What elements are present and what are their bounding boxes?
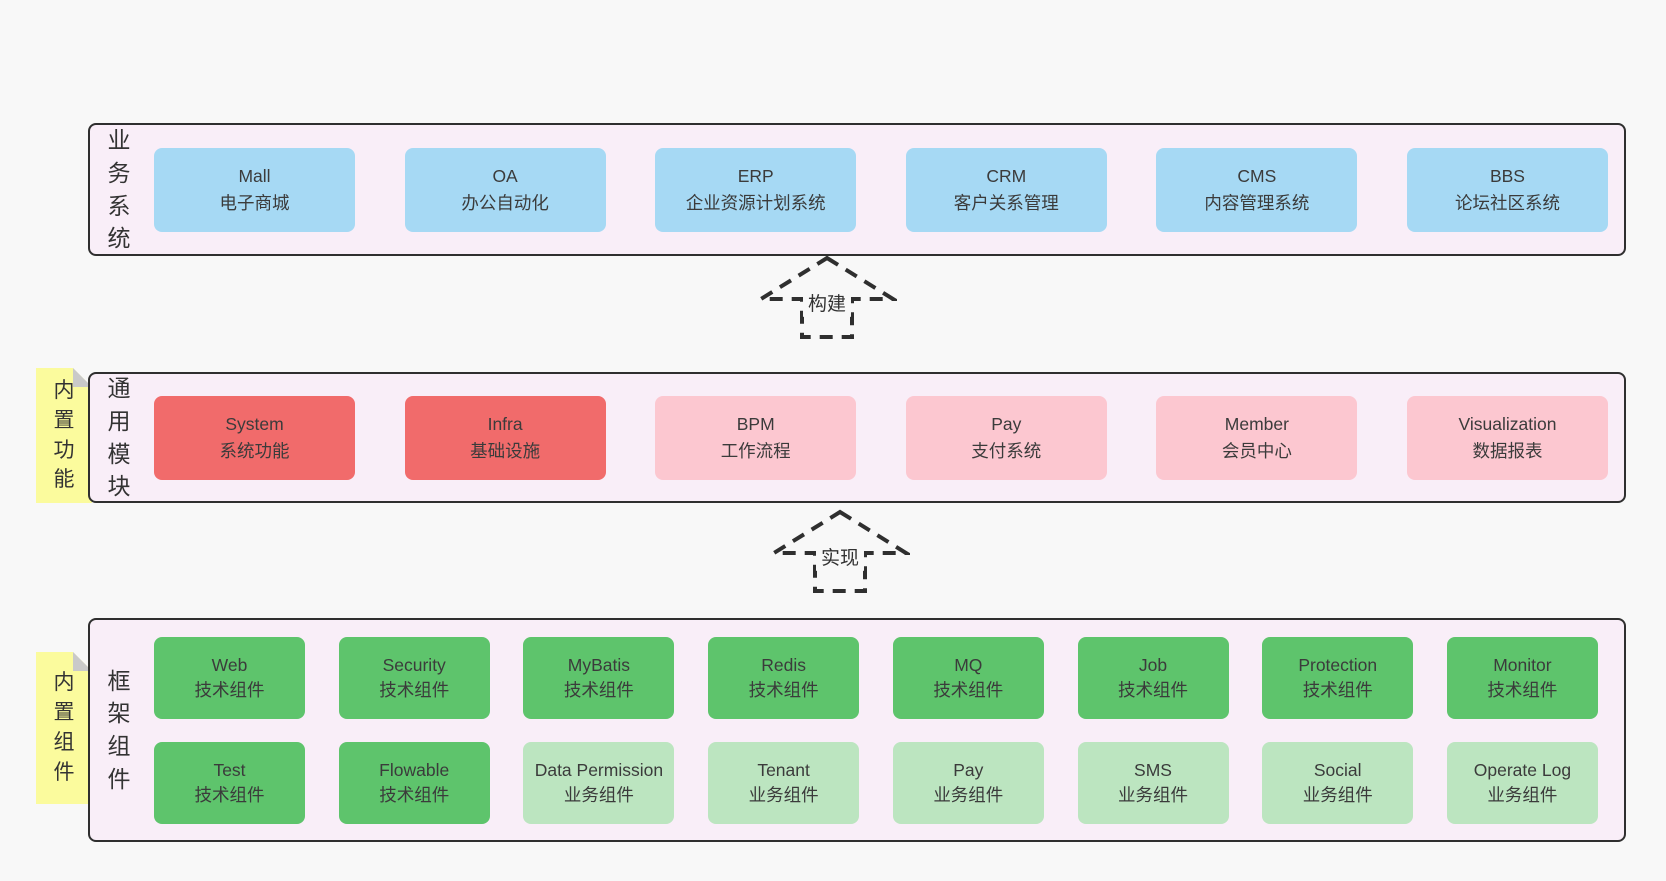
box-test: Test 技术组件 [154, 741, 305, 824]
box-system: System 系统功能 [154, 395, 355, 480]
box-tenant: Tenant 业务组件 [708, 741, 860, 824]
up-arrow-icon [770, 509, 910, 593]
box-operate-log: Operate Log 业务组件 [1446, 741, 1598, 824]
section-common-modules: 通用模块 System 系统功能 Infra 基础设施 BPM 工作流程 Pay… [88, 372, 1626, 503]
box-job: Job 技术组件 [1077, 636, 1229, 719]
section-framework-components: 框架组件 Web 技术组件 Security 技术组件 MyBatis 技术组件… [88, 618, 1626, 842]
box-oa: OA 办公自动化 [404, 147, 606, 232]
framework-boxes-grid: Web 技术组件 Security 技术组件 MyBatis 技术组件 Redi… [148, 620, 1624, 840]
box-mq: MQ 技术组件 [892, 636, 1044, 719]
section-label-business: 业务系统 [107, 127, 131, 252]
section-label-framework: 框架组件 [107, 667, 131, 792]
box-bbs: BBS 论坛社区系统 [1406, 147, 1608, 232]
box-monitor: Monitor 技术组件 [1446, 636, 1598, 719]
box-visualization: Visualization 数据报表 [1406, 395, 1608, 480]
box-mall: Mall 电子商城 [154, 147, 355, 232]
business-boxes-row: Mall 电子商城 OA 办公自动化 ERP 企业资源计划系统 CRM 客户关系… [148, 125, 1624, 254]
common-boxes-row: System 系统功能 Infra 基础设施 BPM 工作流程 Pay 支付系统… [148, 374, 1624, 501]
implement-arrow: 实现 [770, 508, 910, 598]
up-arrow-icon [757, 255, 897, 339]
box-web: Web 技术组件 [154, 636, 305, 719]
box-flowable: Flowable 技术组件 [338, 741, 490, 824]
box-crm: CRM 客户关系管理 [905, 147, 1107, 232]
box-pay-biz: Pay 业务组件 [892, 741, 1044, 824]
box-pay: Pay 支付系统 [905, 395, 1107, 480]
section-label-common: 通用模块 [107, 375, 131, 500]
box-security: Security 技术组件 [338, 636, 490, 719]
box-redis: Redis 技术组件 [708, 636, 860, 719]
box-social: Social 业务组件 [1262, 741, 1414, 824]
box-infra: Infra 基础设施 [404, 395, 606, 480]
section-business-systems: 业务系统 Mall 电子商城 OA 办公自动化 ERP 企业资源计划系统 CRM… [88, 123, 1626, 256]
sticky-builtin-functions: 内置功能 [36, 368, 92, 503]
box-member: Member 会员中心 [1156, 395, 1358, 480]
build-arrow-label: 构建 [802, 287, 852, 317]
box-sms: SMS 业务组件 [1077, 741, 1229, 824]
box-protection: Protection 技术组件 [1262, 636, 1414, 719]
implement-arrow-label: 实现 [815, 541, 865, 571]
box-data-permission: Data Permission 业务组件 [523, 741, 675, 824]
sticky-builtin-components: 内置组件 [36, 652, 92, 804]
box-erp: ERP 企业资源计划系统 [655, 147, 857, 232]
build-arrow: 构建 [757, 254, 897, 344]
box-mybatis: MyBatis 技术组件 [523, 636, 675, 719]
box-bpm: BPM 工作流程 [655, 395, 857, 480]
box-cms: CMS 内容管理系统 [1156, 147, 1358, 232]
